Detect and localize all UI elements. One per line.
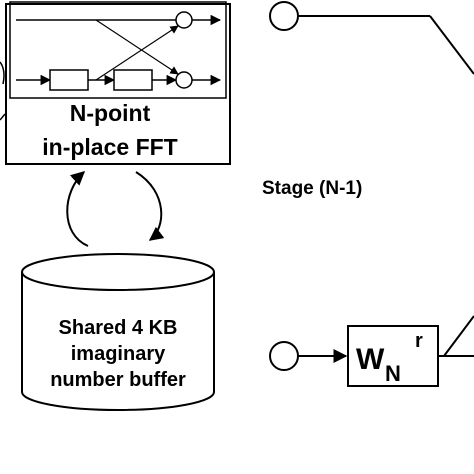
left-edge-connector-2 bbox=[0, 113, 6, 121]
buffer-label-line1: Shared 4 KB bbox=[58, 317, 178, 339]
exchange-arrow-left bbox=[66, 171, 89, 247]
cylinder-top bbox=[21, 253, 215, 291]
stage-top-diagonal bbox=[429, 15, 474, 75]
stage-bottom-node bbox=[269, 341, 299, 371]
butterfly-bottom-adder bbox=[175, 71, 193, 89]
butterfly-subdiagram bbox=[9, 1, 227, 99]
butterfly-delay-box-2 bbox=[113, 69, 153, 91]
butterfly-delay-box-1 bbox=[49, 69, 89, 91]
fft-label-line2: in-place FFT bbox=[42, 134, 178, 160]
butterfly-box bbox=[9, 1, 227, 99]
stage-bottom-diagonal bbox=[443, 315, 474, 357]
twiddle-base: W bbox=[356, 343, 385, 376]
butterfly-top-adder bbox=[175, 11, 193, 29]
butterfly-cross-down bbox=[95, 19, 179, 75]
twiddle-superscript: r bbox=[415, 330, 423, 352]
buffer-label-line2: imaginary bbox=[70, 343, 166, 365]
stage-label: Stage (N-1) bbox=[262, 178, 363, 199]
shared-buffer-cylinder bbox=[21, 253, 215, 411]
twiddle-box bbox=[347, 325, 439, 387]
cylinder-body bbox=[21, 272, 215, 411]
twiddle-subscript: N bbox=[385, 361, 401, 386]
fft-label-line1: N-point bbox=[69, 100, 151, 126]
stage-top-node bbox=[269, 1, 299, 31]
left-edge-connector bbox=[0, 61, 5, 85]
buffer-label-line3: number buffer bbox=[50, 369, 186, 391]
exchange-arrow-right bbox=[135, 171, 165, 241]
butterfly-cross-up bbox=[95, 25, 179, 81]
